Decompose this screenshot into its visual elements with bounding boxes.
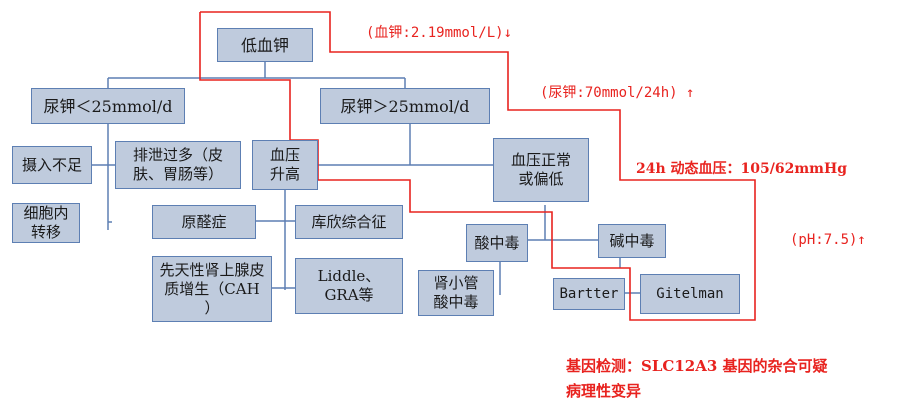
annotation-ambulatory-bp: 24h 动态血压：105/62mmHg xyxy=(636,161,847,177)
node-intracellular-shift: 细胞内转移 xyxy=(12,203,80,243)
node-primary-aldosteronism: 原醛症 xyxy=(152,205,256,239)
node-urine-k-low: 尿钾＜25mmol/d xyxy=(31,88,185,124)
node-excess-loss: 排泄过多（皮肤、胃肠等） xyxy=(115,141,241,189)
node-liddle-gra: Liddle、GRA等 xyxy=(295,258,403,314)
annotation-serum-k: (血钾:2.19mmol/L)↓ xyxy=(366,25,513,41)
node-intake-insufficient: 摄入不足 xyxy=(12,146,92,184)
node-rta: 肾小管酸中毒 xyxy=(418,270,494,316)
node-urine-k-high: 尿钾＞25mmol/d xyxy=(320,88,490,124)
node-alkalosis: 碱中毒 xyxy=(598,224,666,258)
node-gitelman: Gitelman xyxy=(640,274,740,314)
annotation-genetic-test-line2: 病理性变异 xyxy=(566,382,642,400)
node-bp-high: 血压升高 xyxy=(252,140,318,190)
node-bp-normal-low: 血压正常或偏低 xyxy=(493,138,589,202)
annotation-urine-k: (尿钾:70mmol/24h) ↑ xyxy=(540,85,695,101)
node-cah: 先天性肾上腺皮质增生（CAH ） xyxy=(152,256,272,322)
node-cushing: 库欣综合征 xyxy=(295,205,403,239)
annotation-ph: (pH:7.5)↑ xyxy=(790,232,866,248)
node-hypokalemia: 低血钾 xyxy=(217,28,313,62)
node-bartter: Bartter xyxy=(553,278,625,310)
node-acidosis: 酸中毒 xyxy=(466,224,528,262)
annotation-genetic-test-line1: 基因检测：SLC12A3 基因的杂合可疑 xyxy=(566,357,828,375)
